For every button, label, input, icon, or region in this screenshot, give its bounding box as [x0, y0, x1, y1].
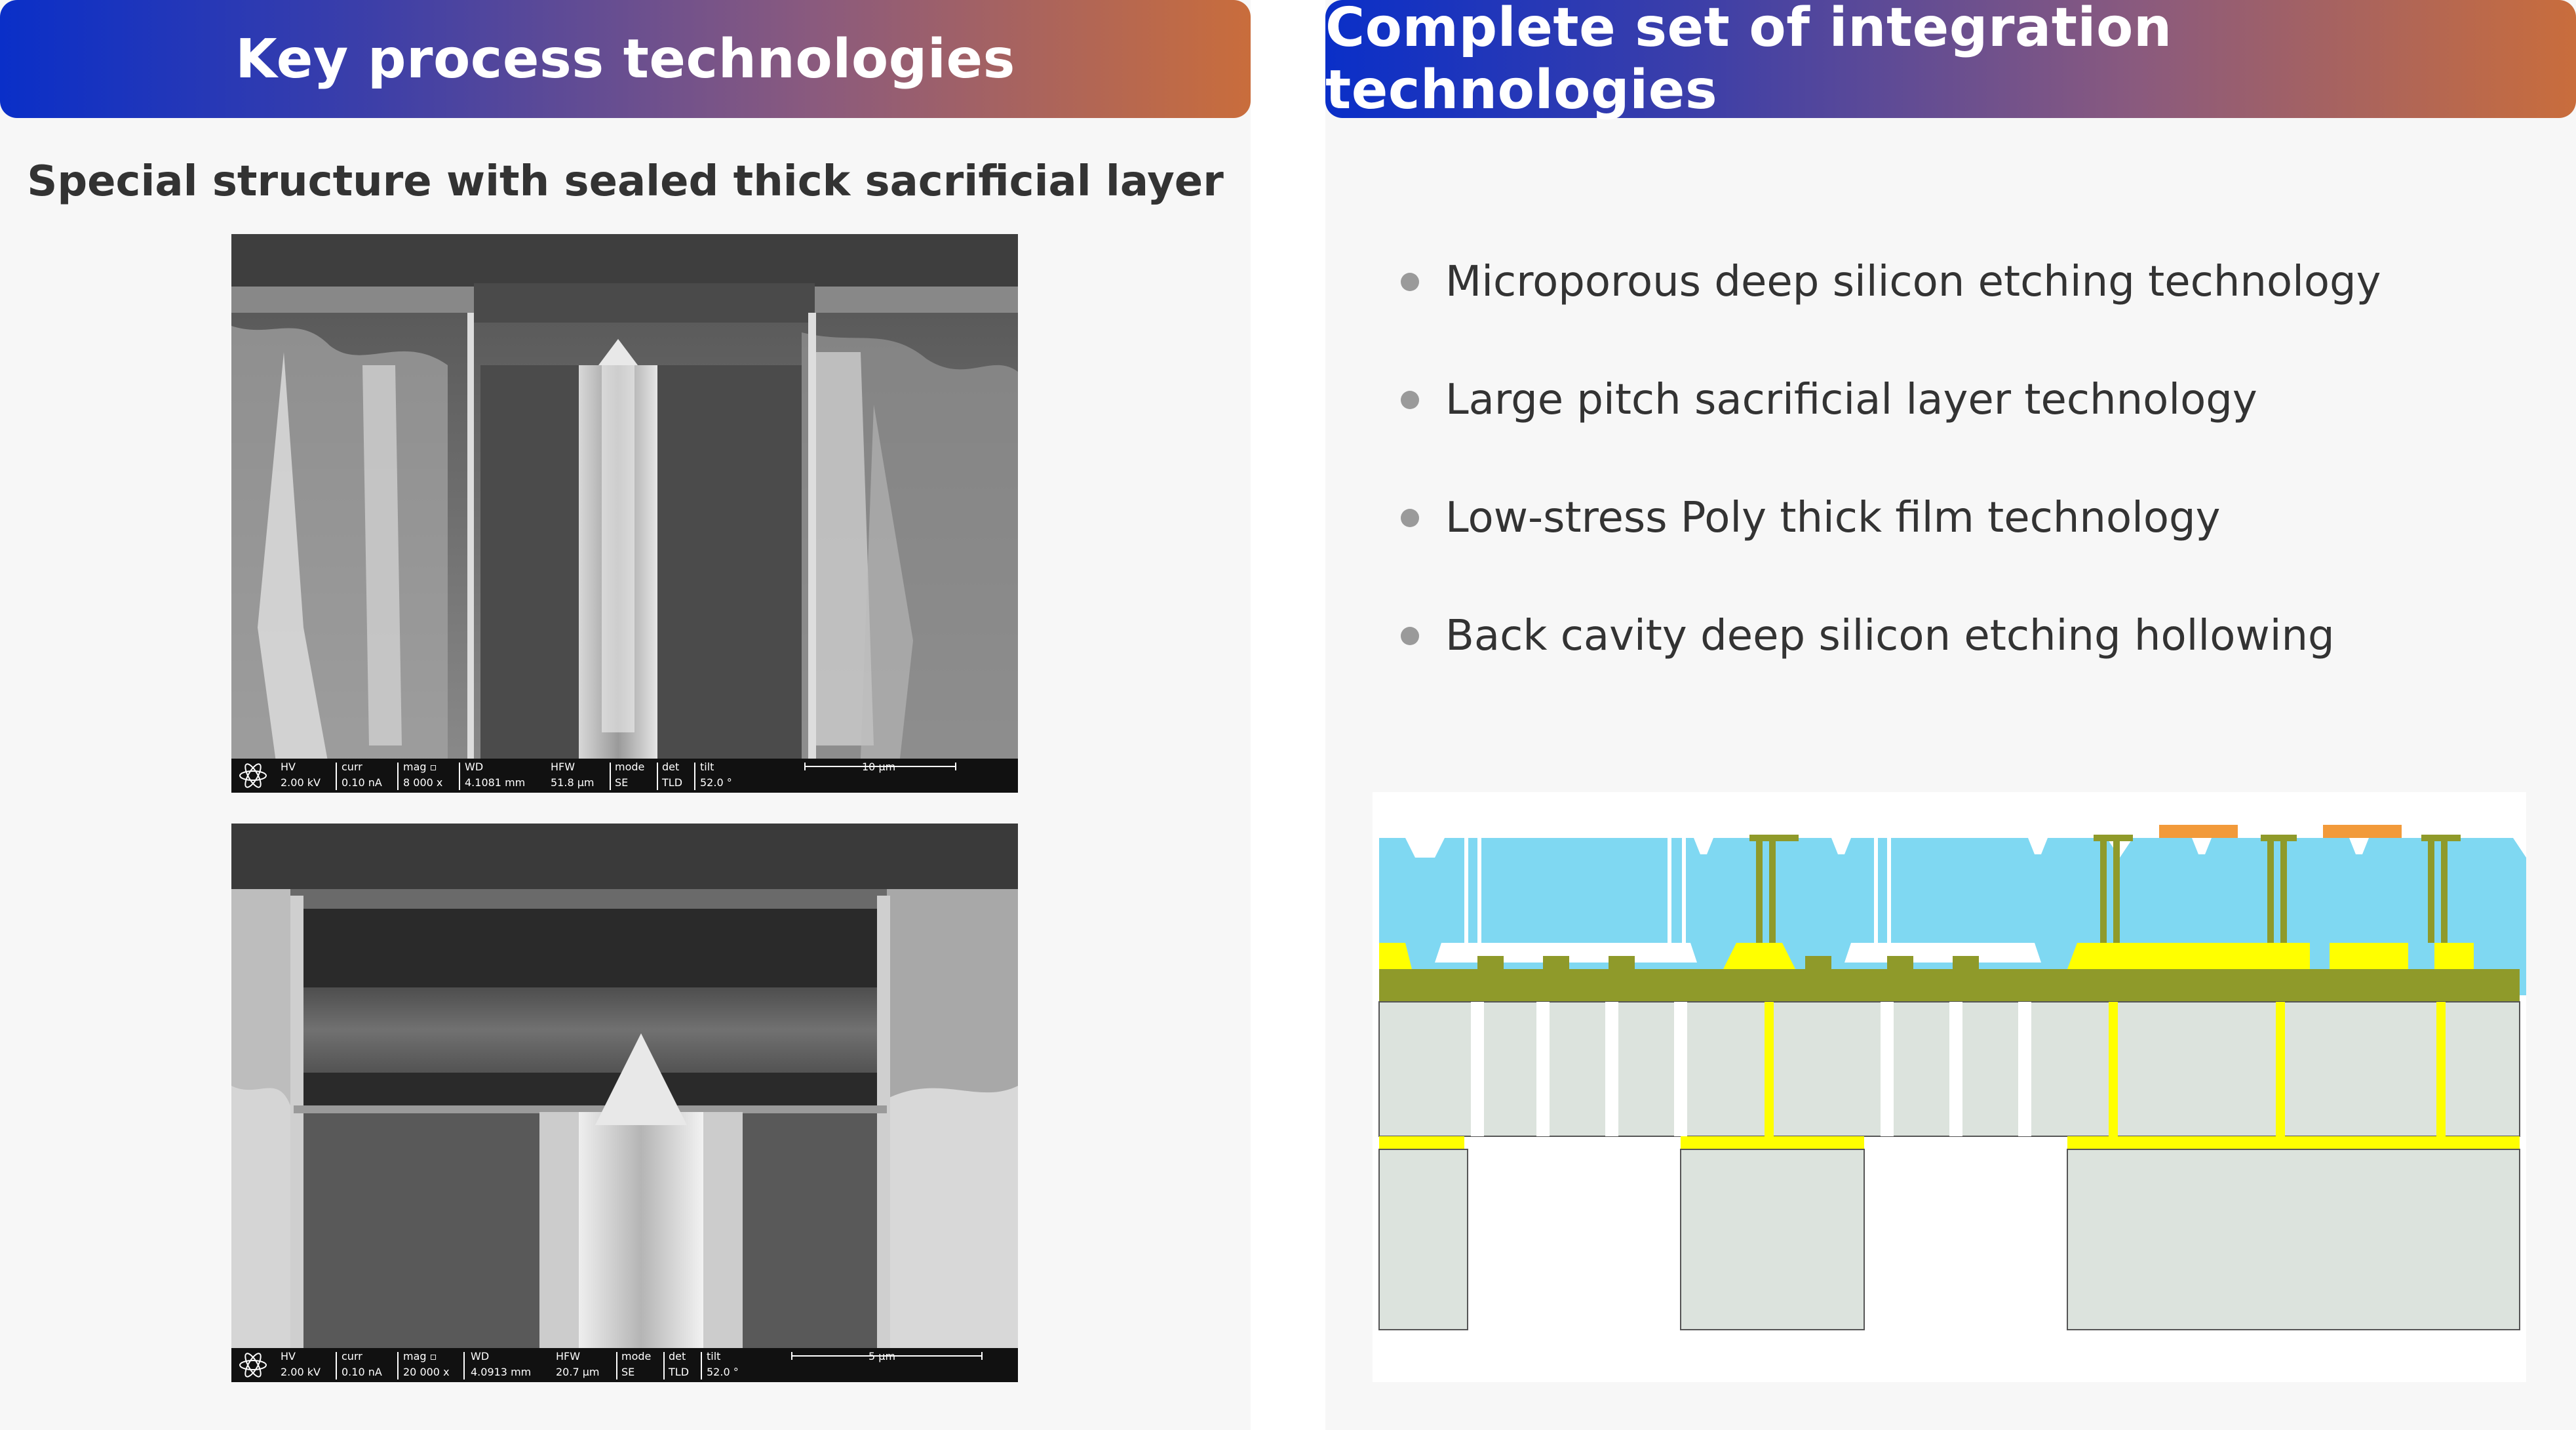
dot-icon	[1401, 627, 1419, 645]
dot-icon	[1401, 273, 1419, 291]
sem-bottom-label-curr: curr	[342, 1350, 362, 1362]
left-panel: Key process technologies Special structu…	[0, 0, 1251, 1430]
sem-bottom-value-hv: 2.00 kV	[281, 1366, 321, 1378]
left-subtitle: Special structure with sealed thick sacr…	[27, 157, 1224, 206]
sem-top-label-hv: HV	[281, 761, 296, 773]
sem-bottom-value-hfw: 20.7 µm	[556, 1366, 599, 1378]
dot-icon	[1401, 391, 1419, 409]
technology-list: Microporous deep silicon etching technol…	[1401, 223, 2381, 695]
right-header-title: Complete set of integration technologies	[1325, 0, 2172, 121]
handle-wafer	[1378, 1149, 2520, 1330]
sem-image-top: HV 2.00 kV curr 0.10 nA mag ▫ 8 000 x WD…	[231, 234, 1018, 793]
right-header: Complete set of integration technologies	[1325, 0, 2576, 121]
metal-layer	[1379, 943, 2474, 969]
sem-top-value-tilt: 52.0 °	[700, 776, 732, 789]
sem-top-label-wd: WD	[465, 761, 483, 773]
sem-bottom-label-hfw: HFW	[556, 1350, 580, 1362]
sem-top-value-curr: 0.10 nA	[342, 776, 382, 789]
sem-bottom-value-det: TLD	[668, 1366, 689, 1378]
sem-top-label-curr: curr	[342, 761, 362, 773]
left-header: Key process technologies	[0, 0, 1251, 118]
sem-top-label-det: det	[662, 761, 679, 773]
list-item-text: Large pitch sacrificial layer technology	[1445, 376, 2257, 424]
left-header-title: Key process technologies	[235, 28, 1015, 90]
atom-icon	[239, 763, 267, 788]
sem-top-value-mag: 8 000 x	[403, 776, 442, 789]
sem-top-value-det: TLD	[661, 776, 682, 789]
sem-bottom-label-mag: mag ▫	[403, 1350, 437, 1362]
sem-bottom-value-tilt: 52.0 °	[707, 1366, 739, 1378]
sem-top-value-wd: 4.1081 mm	[465, 776, 525, 789]
sem-image-bottom: HV 2.00 kV curr 0.10 nA mag ▫ 20 000 x W…	[231, 824, 1018, 1382]
list-item-text: Low-stress Poly thick film technology	[1445, 494, 2221, 542]
sem-bottom-value-curr: 0.10 nA	[342, 1366, 382, 1378]
sem-bottom-label-det: det	[669, 1350, 686, 1362]
list-item: Back cavity deep silicon etching hollowi…	[1401, 577, 2381, 695]
sem-top-value-hv: 2.00 kV	[281, 776, 321, 789]
sem-top-value-mode: SE	[615, 776, 628, 789]
sem-bottom-label-mode: mode	[621, 1350, 651, 1362]
list-item: Microporous deep silicon etching technol…	[1401, 223, 2381, 341]
cross-section-diagram	[1373, 792, 2526, 1382]
bond-pad	[2159, 825, 2238, 838]
right-panel: Complete set of integration technologies…	[1325, 0, 2576, 1430]
sem-bottom-label-hv: HV	[281, 1350, 296, 1362]
sem-top-label-hfw: HFW	[551, 761, 575, 773]
list-item: Large pitch sacrificial layer technology	[1401, 341, 2381, 459]
sem-top-label-mode: mode	[615, 761, 644, 773]
sem-bottom-value-mag: 20 000 x	[403, 1366, 450, 1378]
poly-layer	[1379, 969, 2520, 1002]
sem-bottom-label-wd: WD	[471, 1350, 489, 1362]
list-item: Low-stress Poly thick film technology	[1401, 459, 2381, 577]
bond-pad	[2323, 825, 2402, 838]
sem-top-label-tilt: tilt	[700, 761, 714, 773]
sem-bottom-value-mode: SE	[621, 1366, 634, 1378]
dot-icon	[1401, 509, 1419, 527]
list-item-text: Microporous deep silicon etching technol…	[1445, 258, 2381, 306]
sem-bottom-label-tilt: tilt	[707, 1350, 720, 1362]
atom-icon	[239, 1353, 267, 1378]
sem-top-value-hfw: 51.8 µm	[551, 776, 594, 789]
sem-top-label-mag: mag ▫	[403, 761, 437, 773]
sem-bottom-value-wd: 4.0913 mm	[471, 1366, 531, 1378]
list-item-text: Back cavity deep silicon etching hollowi…	[1445, 612, 2335, 660]
